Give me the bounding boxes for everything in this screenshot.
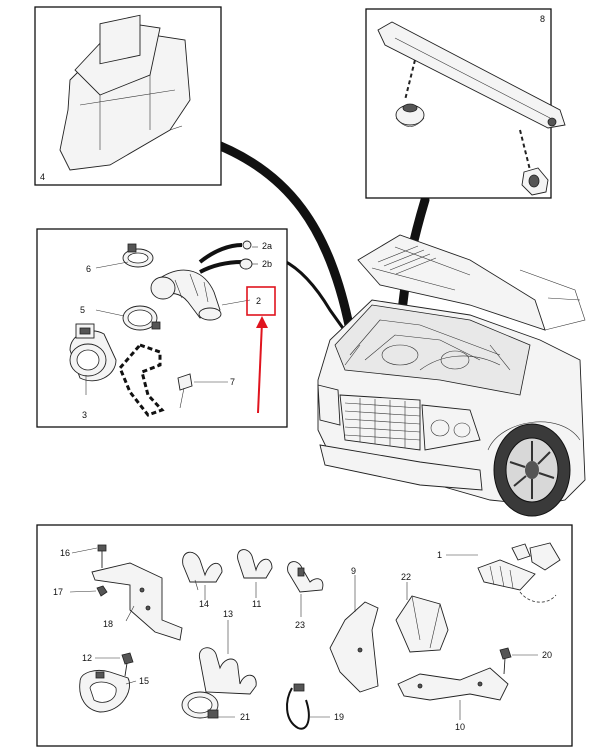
callout-13: 13 [223,609,233,619]
clip-11-part [237,549,273,579]
callout-6: 6 [86,264,91,274]
callout-19: 10 [455,722,465,732]
vehicle-illustration [317,234,586,517]
bracket-19-part [397,667,509,701]
callout-9: 9 [351,566,356,576]
tie-strap-21-part [286,683,310,730]
airbox-part [59,14,191,171]
clip-14-part [182,551,223,591]
clip-2a-part [242,240,252,250]
clip-23-part [287,561,324,593]
panel-bracket-number: 8 [540,14,545,24]
highlight-box [246,286,276,316]
elbow-hose-part [150,269,222,321]
hose-clamp-10-part [181,691,219,719]
callout-16: 16 [60,548,70,558]
connector-1-part [477,542,561,603]
callout-20: 20 [542,650,552,660]
panel-intake: 6 5 3 7 2a 2b 2 [36,228,288,428]
bracket-9-part [329,601,379,693]
callout-18: 18 [103,619,113,629]
callout-15: 15 [139,676,149,686]
bolt-12-part [121,652,134,677]
callout-2: 2 [256,296,261,306]
callout-17: 17 [53,587,63,597]
callout-5: 5 [80,305,85,315]
callout-2a: 2a [262,241,272,251]
clip-13-part [198,647,257,695]
wheel [493,423,571,517]
callout-23: 23 [295,620,305,630]
callout-21: 19 [334,712,344,722]
callout-2b: 2b [262,259,272,269]
bracket-22-part [395,595,449,653]
callout-22: 22 [401,572,411,582]
clamp-ring-part [122,305,161,331]
hose-clamp-part [122,243,154,268]
panel-airbox-number: 4 [40,172,45,182]
highlight-arrow [256,316,268,414]
panel-small-parts-frame [36,524,573,747]
bolt-16-part [97,544,107,568]
panel-bracket: 8 [365,8,566,199]
panel-small-parts: 16 17 18 14 11 23 9 [36,524,573,747]
routing-cable-airbox [200,135,367,405]
bolt-part [177,373,193,409]
callout-10: 21 [240,712,250,722]
clip-2b-part [239,258,253,270]
callout-7: 7 [230,377,235,387]
panel-intake-frame [36,228,288,428]
callout-14: 14 [199,599,209,609]
bracket-rail-part [377,21,566,129]
panel-airbox: 4 [34,6,222,186]
callout-3: 3 [82,410,87,420]
sensor-connector-part [521,167,549,196]
bracket-18-part [91,562,183,641]
callout-11: 11 [252,599,261,609]
callout-12: 12 [82,653,92,663]
bolt-20-part [499,647,512,675]
nut-17-part [96,585,108,597]
clamp-15-part [79,670,130,713]
airflow-sensor-part [69,323,117,382]
callout-1: 1 [437,550,442,560]
grommet-part [395,103,425,127]
